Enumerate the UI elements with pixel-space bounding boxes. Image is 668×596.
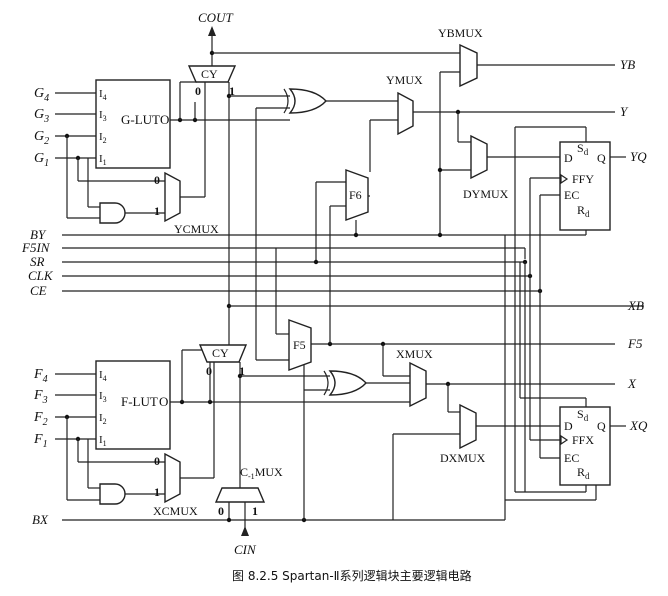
f6-label: F6 — [349, 188, 362, 202]
xmux: XMUX X — [396, 347, 637, 413]
svg-text:0: 0 — [218, 504, 224, 518]
f-inputs: F4 F3 F2 F1 — [33, 367, 96, 450]
ffy-label: FFY — [572, 172, 594, 186]
svg-text:I1: I1 — [99, 434, 107, 448]
svg-text:EC: EC — [564, 188, 579, 202]
svg-text:F4: F4 — [33, 367, 48, 385]
cy-lower: CY 0 1 — [198, 344, 330, 488]
g-lut-out-label: O — [160, 112, 169, 127]
g-lut-label: G-LUT — [121, 112, 160, 127]
svg-text:1: 1 — [229, 84, 235, 98]
ffx-label: FFX — [572, 433, 594, 447]
xor-lower — [304, 370, 410, 396]
f-lut-label: F-LUT — [121, 394, 158, 409]
f6-mux: F6 — [315, 169, 370, 262]
svg-text:EC: EC — [564, 451, 579, 465]
ffx-block: D Q Sd FFX EC Rd XQ — [559, 406, 648, 486]
svg-text:I3: I3 — [99, 390, 107, 404]
dxmux: DXMUX — [392, 403, 560, 520]
svg-text:Sd: Sd — [577, 407, 589, 423]
xcmux: 0 1 XCMUX — [153, 362, 215, 518]
xb-label: XB — [627, 298, 644, 313]
ce-label: CE — [30, 283, 47, 298]
svg-text:1: 1 — [154, 204, 160, 218]
svg-text:0: 0 — [206, 364, 212, 378]
y-label: Y — [620, 104, 629, 119]
ffy-block: D Q Sd FFY EC Rd YQ — [559, 141, 647, 231]
svg-text:I4: I4 — [99, 88, 107, 102]
by-label: BY — [30, 227, 47, 242]
svg-text:F1: F1 — [33, 432, 48, 450]
svg-text:D: D — [564, 151, 573, 165]
svg-text:Rd: Rd — [577, 465, 590, 481]
dymux: DYMUX — [437, 134, 560, 201]
svg-text:1: 1 — [154, 485, 160, 499]
f-and-gate — [66, 417, 165, 505]
g3-label: G3 — [34, 107, 49, 125]
ycmux-label: YCMUX — [174, 222, 219, 236]
figure-caption: 图 8.2.5 Spartan-Ⅱ系列逻辑块主要逻辑电路 — [232, 568, 472, 583]
svg-text:F2: F2 — [33, 410, 48, 428]
cy-upper: CY 0 1 COUT — [187, 10, 460, 98]
clk-label: CLK — [28, 268, 54, 283]
f5-label: F5 — [627, 336, 643, 351]
dymux-label: DYMUX — [463, 187, 509, 201]
g-inputs: G4 G3 G2 G1 — [34, 86, 96, 169]
svg-text:Sd: Sd — [577, 141, 589, 157]
bx-label: BX — [32, 512, 49, 527]
control-lines: BY F5IN SR CLK CE XB — [21, 227, 644, 313]
ybmux-label: YBMUX — [438, 26, 483, 40]
g-lut-block: G-LUT O I4 I3 I2 I1 — [95, 79, 171, 169]
yb-label: YB — [620, 57, 635, 72]
svg-text:D: D — [564, 419, 573, 433]
ymux-label: YMUX — [386, 73, 423, 87]
xor-upper — [255, 88, 398, 360]
svg-text:Q: Q — [597, 419, 606, 433]
g4-label: G4 — [34, 86, 49, 104]
f5in-label: F5IN — [21, 240, 51, 255]
xcmux-label: XCMUX — [153, 504, 198, 518]
sr-label: SR — [30, 254, 45, 269]
dxmux-label: DXMUX — [440, 451, 486, 465]
svg-text:1: 1 — [239, 364, 245, 378]
svg-text:F3: F3 — [33, 388, 48, 406]
svg-text:Rd: Rd — [577, 203, 590, 219]
svg-text:Q: Q — [597, 151, 606, 165]
cout-label: COUT — [198, 10, 233, 25]
x-label: X — [627, 376, 637, 391]
ybmux: YBMUX YB — [438, 26, 635, 235]
xq-label: XQ — [629, 418, 648, 433]
cy-upper-label: CY — [201, 67, 218, 81]
svg-text:0: 0 — [154, 173, 160, 187]
f5-mux: F5 F5 — [256, 205, 643, 377]
svg-text:1: 1 — [252, 504, 258, 518]
g2-label: G2 — [34, 129, 49, 147]
cin-label: CIN — [234, 542, 257, 557]
svg-text:0: 0 — [154, 454, 160, 468]
svg-text:0: 0 — [195, 84, 201, 98]
svg-text:I1: I1 — [99, 153, 107, 167]
c1-mux: C-1MUX 0 1 CIN — [214, 465, 283, 557]
svg-text:I2: I2 — [99, 412, 107, 426]
c1mux-label: C-1MUX — [240, 465, 283, 481]
ycmux: 0 1 YCMUX — [154, 82, 219, 236]
f5-mux-label: F5 — [293, 338, 306, 352]
svg-text:I2: I2 — [99, 131, 107, 145]
cy-lower-label: CY — [212, 346, 229, 360]
svg-text:I3: I3 — [99, 109, 107, 123]
svg-text:I4: I4 — [99, 369, 107, 383]
yq-label: YQ — [630, 149, 647, 164]
xmux-label: XMUX — [396, 347, 433, 361]
svg-text:O: O — [159, 394, 168, 409]
g1-label: G1 — [34, 151, 49, 169]
g-and-gate — [66, 136, 165, 224]
f-lut-block: F-LUT O I4 I3 I2 I1 — [95, 360, 171, 450]
ymux: YMUX Y — [369, 73, 629, 172]
